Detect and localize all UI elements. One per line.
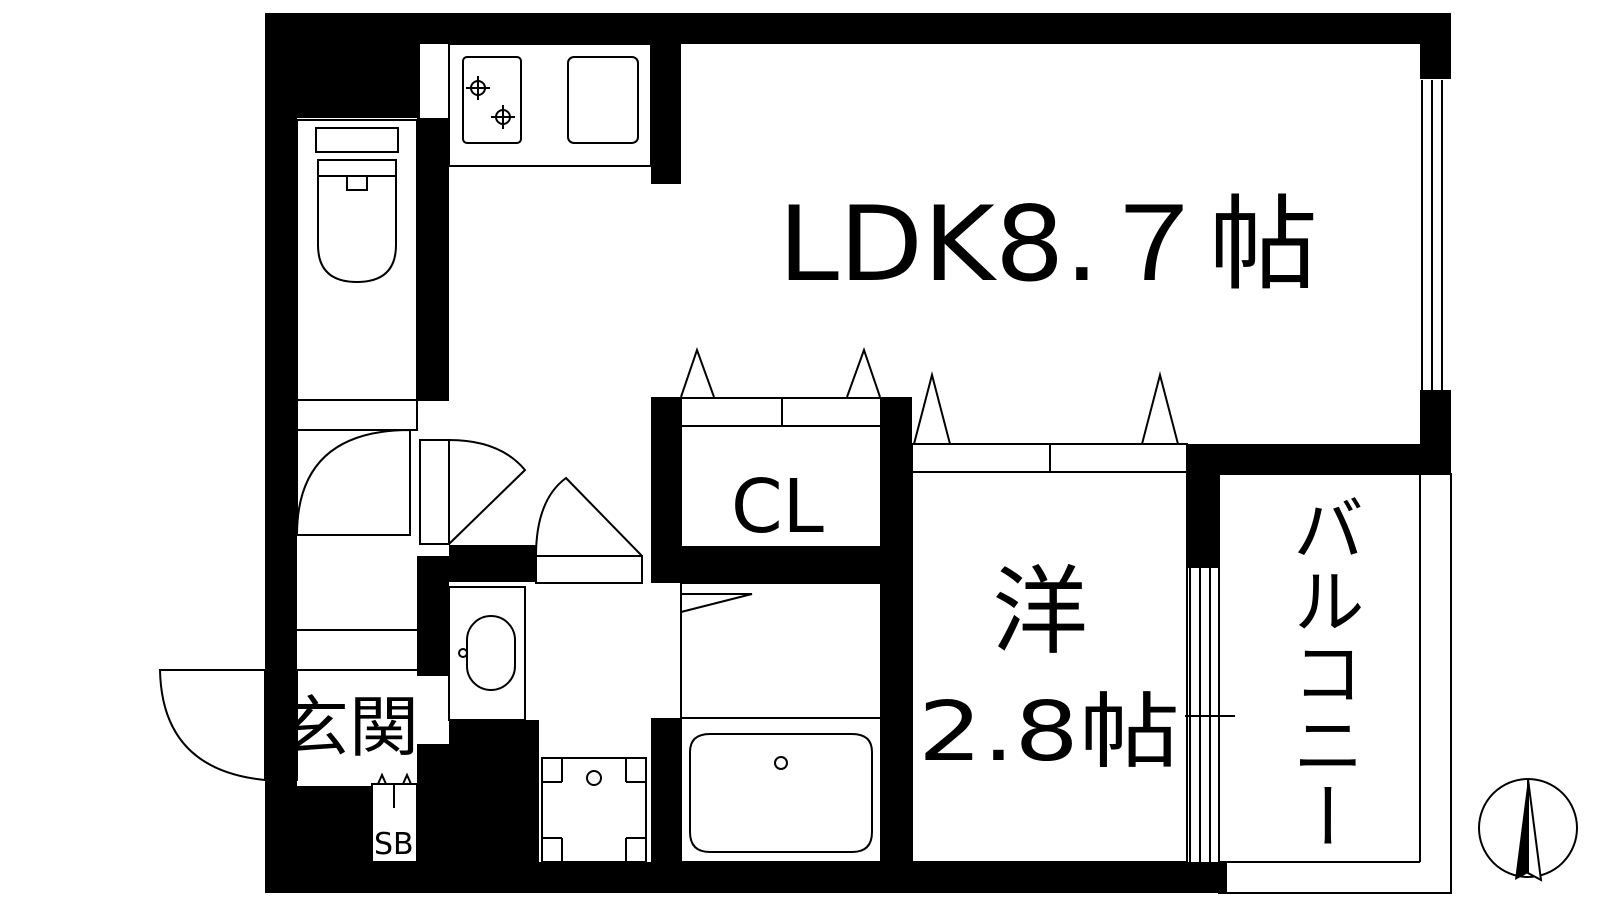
bathroom [680, 582, 882, 863]
gas-stove [462, 56, 522, 144]
wall-bottom [265, 862, 1227, 893]
wall-washroom-bottom [449, 720, 539, 880]
ldk-door-frame [419, 439, 450, 545]
north-arrow-icon [1478, 778, 1578, 882]
kitchen-counter [448, 43, 652, 167]
washroom-door-swing [535, 476, 643, 557]
wall-balcony-top [1187, 444, 1451, 474]
washbasin-counter [448, 586, 526, 721]
interior-walls [297, 44, 912, 880]
wall-hall-left [417, 556, 449, 676]
balcony [1218, 473, 1452, 894]
washbasin-bowl [466, 615, 516, 691]
toilet-door-frame [296, 399, 418, 431]
wall-bath-left [651, 718, 681, 880]
wall-entrance-column [265, 13, 420, 118]
wall-kitchen-stub [651, 44, 681, 184]
washroom [448, 586, 647, 863]
wall-shoe-box [297, 786, 372, 880]
entrance-door-swing [158, 669, 266, 781]
outer-walls [265, 13, 1451, 893]
toilet-tank [315, 127, 399, 153]
shoe-box [371, 772, 418, 863]
entrance-door-frame [264, 669, 298, 781]
ldk-window [1421, 80, 1443, 390]
western-closet-doors [911, 371, 1188, 863]
wall-right-top [1420, 13, 1451, 79]
western-window [1185, 568, 1235, 862]
closet-label: CL [731, 464, 824, 550]
shoe-box-label: SB [374, 827, 414, 862]
kitchen [448, 43, 652, 167]
wall-closet-right [881, 397, 912, 880]
western-room-outline [911, 471, 1188, 863]
bathroom-outline [680, 582, 882, 863]
balcony-label: バルコニー [1280, 492, 1364, 852]
entrance-label: 玄関 [279, 689, 419, 766]
wall-entrance-right [417, 744, 449, 880]
toilet-seat-hinge [346, 175, 368, 191]
bath-door [680, 593, 753, 613]
wall-left [265, 13, 297, 893]
toilet-room-outline [296, 119, 418, 401]
ldk-door-swing [448, 439, 527, 545]
toilet-door-swing [295, 429, 411, 536]
wall-toilet-right [417, 118, 449, 401]
washing-machine [541, 757, 647, 863]
wall-hall-bottom [449, 545, 537, 582]
wall-balcony-left [1187, 444, 1219, 568]
ldk-label: LDK8.７帖 [778, 185, 1318, 305]
western-room-name: 洋 [992, 556, 1088, 668]
toilet [296, 119, 418, 401]
western-room-size: 2.8帖 [918, 685, 1180, 780]
balcony-outline [1218, 473, 1452, 894]
washroom-door-frame [535, 555, 643, 584]
closet-outline [680, 425, 882, 548]
toilet-seat-base [317, 159, 397, 177]
wall-closet-bottom [651, 547, 911, 583]
toilet-bowl [317, 176, 397, 284]
wall-closet-left [651, 397, 681, 559]
doors [158, 399, 643, 781]
kitchen-sink [567, 56, 639, 144]
closet-doors [680, 346, 882, 548]
bathtub [689, 733, 873, 853]
wall-top [265, 13, 1451, 44]
